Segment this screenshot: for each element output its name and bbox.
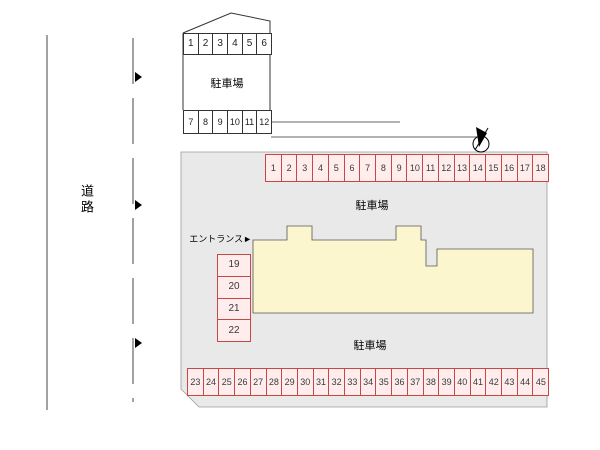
entrance-label: エントランス► — [189, 234, 252, 244]
small-lot-space-1: 1 — [183, 33, 199, 55]
main-lot-space-14: 14 — [469, 154, 487, 182]
main-lot-space-11: 11 — [422, 154, 439, 182]
right-triangle-marker-icon — [135, 200, 142, 210]
main-lot-space-40: 40 — [453, 368, 471, 396]
main-lot-space-30: 30 — [296, 368, 314, 396]
main-lot-space-16: 16 — [500, 154, 518, 182]
building-footprint — [252, 225, 534, 314]
main-lot-space-35: 35 — [375, 368, 393, 396]
main-lot-space-2: 2 — [280, 154, 298, 182]
main-lot-space-15: 15 — [485, 154, 502, 182]
main-lot-space-36: 36 — [391, 368, 408, 396]
right-triangle-marker-icon — [135, 338, 142, 348]
main-lot-space-7: 7 — [359, 154, 377, 182]
main-lot-space-39: 39 — [438, 368, 455, 396]
main-lot-space-41: 41 — [469, 368, 487, 396]
main-lot-space-12: 12 — [437, 154, 455, 182]
small-lot-space-8: 8 — [197, 110, 214, 134]
small-lot-space-4: 4 — [227, 33, 243, 55]
small-lot-space-7: 7 — [183, 110, 199, 134]
main-lot-space-4: 4 — [312, 154, 329, 182]
small-lot-space-3: 3 — [212, 33, 229, 55]
main-lot-space-26: 26 — [234, 368, 251, 396]
main-lot-space-19: 19 — [217, 254, 251, 277]
main-lot-space-42: 42 — [485, 368, 503, 396]
main-lot-space-8: 8 — [375, 154, 392, 182]
main-lot-space-9: 9 — [390, 154, 408, 182]
small-lot-label: 駐車場 — [210, 78, 244, 90]
main-lot-space-21: 21 — [217, 297, 251, 321]
road-label: 道路 — [79, 184, 94, 216]
small-lot-space-6: 6 — [256, 33, 273, 55]
main-lot-upper-label: 駐車場 — [355, 200, 389, 212]
small-lot-space-12: 12 — [256, 110, 273, 134]
main-lot-space-44: 44 — [516, 368, 534, 396]
main-lot-space-13: 13 — [453, 154, 471, 182]
small-lot-space-5: 5 — [241, 33, 258, 55]
main-lot-space-29: 29 — [281, 368, 298, 396]
main-lot-space-34: 34 — [359, 368, 377, 396]
main-lot-space-33: 33 — [344, 368, 361, 396]
small-lot-space-2: 2 — [197, 33, 214, 55]
main-lot-space-20: 20 — [217, 275, 251, 299]
main-lot-space-10: 10 — [406, 154, 424, 182]
main-lot-space-45: 45 — [532, 368, 550, 396]
main-lot-space-17: 17 — [516, 154, 534, 182]
main-lot-space-27: 27 — [249, 368, 267, 396]
small-lot-space-9: 9 — [212, 110, 229, 134]
main-lot-space-31: 31 — [312, 368, 330, 396]
main-lot-space-32: 32 — [328, 368, 346, 396]
right-triangle-marker-icon — [135, 72, 142, 82]
main-lot-space-23: 23 — [187, 368, 204, 396]
main-lot-space-22: 22 — [217, 319, 251, 342]
main-lot-space-28: 28 — [265, 368, 283, 396]
main-lot-space-3: 3 — [296, 154, 314, 182]
main-lot-space-18: 18 — [532, 154, 549, 182]
main-lot-space-37: 37 — [406, 368, 424, 396]
small-lot-outline — [182, 12, 271, 110]
main-lot-space-6: 6 — [343, 154, 361, 182]
north-arrow-icon — [472, 127, 490, 153]
small-lot-space-10: 10 — [227, 110, 243, 134]
main-lot-space-5: 5 — [327, 154, 345, 182]
main-lot-space-24: 24 — [202, 368, 220, 396]
main-lot-space-25: 25 — [218, 368, 236, 396]
main-lot-space-1: 1 — [265, 154, 282, 182]
small-lot-space-11: 11 — [241, 110, 258, 134]
main-lot-space-38: 38 — [422, 368, 440, 396]
main-lot-lower-label: 駐車場 — [353, 340, 387, 352]
main-lot-space-43: 43 — [501, 368, 518, 396]
